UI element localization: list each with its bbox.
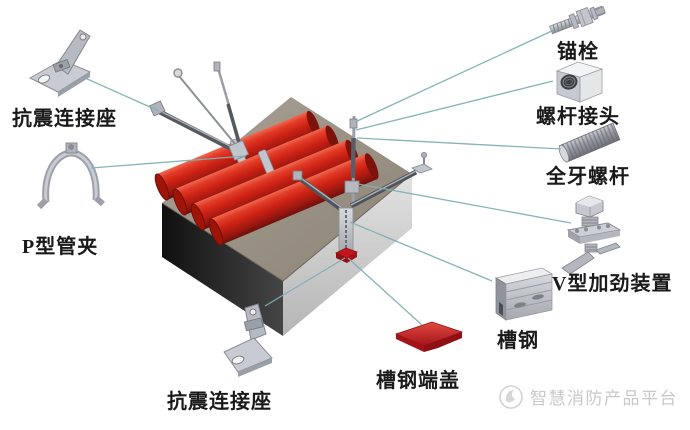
anchor-bolt-image	[549, 5, 606, 35]
label-anchor-bolt: 锚栓	[557, 41, 599, 63]
channel-end-cap-image	[394, 321, 464, 352]
label-p-type-pipe-clamp: P型管夹	[22, 236, 99, 258]
seismic-connector-top-image	[28, 29, 92, 97]
pipe-assembly-illustration	[148, 61, 433, 336]
leader-lines	[84, 29, 572, 326]
left-hanger-rods	[148, 61, 250, 161]
label-channel-end-cap: 槽钢端盖	[376, 370, 460, 392]
label-seismic-connector-bottom: 抗震连接座	[167, 391, 272, 413]
watermark-text: 智慧消防产品平台	[530, 389, 678, 408]
p-clamp-image	[36, 142, 105, 210]
v-stiffener-image	[561, 195, 622, 275]
label-channel-steel: 槽钢	[497, 330, 539, 352]
channel-steel-image	[494, 267, 554, 321]
rod-coupling-image	[555, 61, 604, 103]
watermark-logo-icon	[499, 385, 523, 409]
label-seismic-connector-top: 抗震连接座	[12, 108, 117, 130]
seismic-connector-bottom-image	[223, 303, 273, 377]
threaded-rod-image	[558, 122, 621, 163]
label-rod-coupling: 螺杆接头	[536, 106, 620, 128]
label-v-type-stiffener: V型加劲装置	[552, 273, 673, 295]
label-full-thread-rod: 全牙螺杆	[546, 166, 630, 188]
